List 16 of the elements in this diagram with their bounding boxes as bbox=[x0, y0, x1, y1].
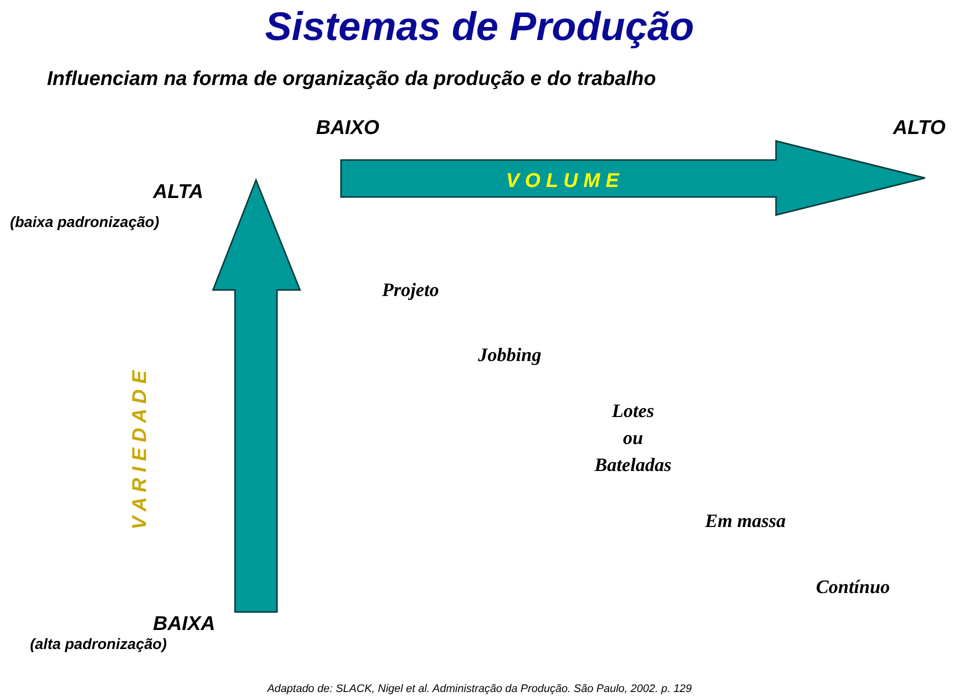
process-type: Lotes ou Bateladas bbox=[593, 400, 673, 478]
title: Sistemas de Produção bbox=[264, 4, 696, 51]
axis-title: V A R I E D A D E bbox=[128, 370, 152, 530]
process-type: Projeto bbox=[382, 279, 439, 303]
axis-note: (baixa padronização) bbox=[10, 213, 160, 233]
subtitle: Influenciam na forma de organização da produção e do trabalho bbox=[47, 67, 656, 92]
axis-title: V O L U M E bbox=[506, 169, 619, 194]
axis-label: BAIXA bbox=[153, 612, 216, 637]
axis-note: (alta padronização) bbox=[30, 635, 167, 655]
axis-label: BAIXO bbox=[316, 116, 380, 141]
caption: Adaptado de: SLACK, Nigel et al. Administração da Produção. São Paulo, 2002. p. 129 bbox=[266, 682, 693, 697]
axis-label: ALTO bbox=[893, 116, 946, 141]
process-type: Em massa bbox=[705, 510, 786, 534]
axis-label: ALTA bbox=[153, 180, 204, 205]
process-type: Contínuo bbox=[816, 576, 890, 600]
process-type: Jobbing bbox=[478, 344, 542, 368]
